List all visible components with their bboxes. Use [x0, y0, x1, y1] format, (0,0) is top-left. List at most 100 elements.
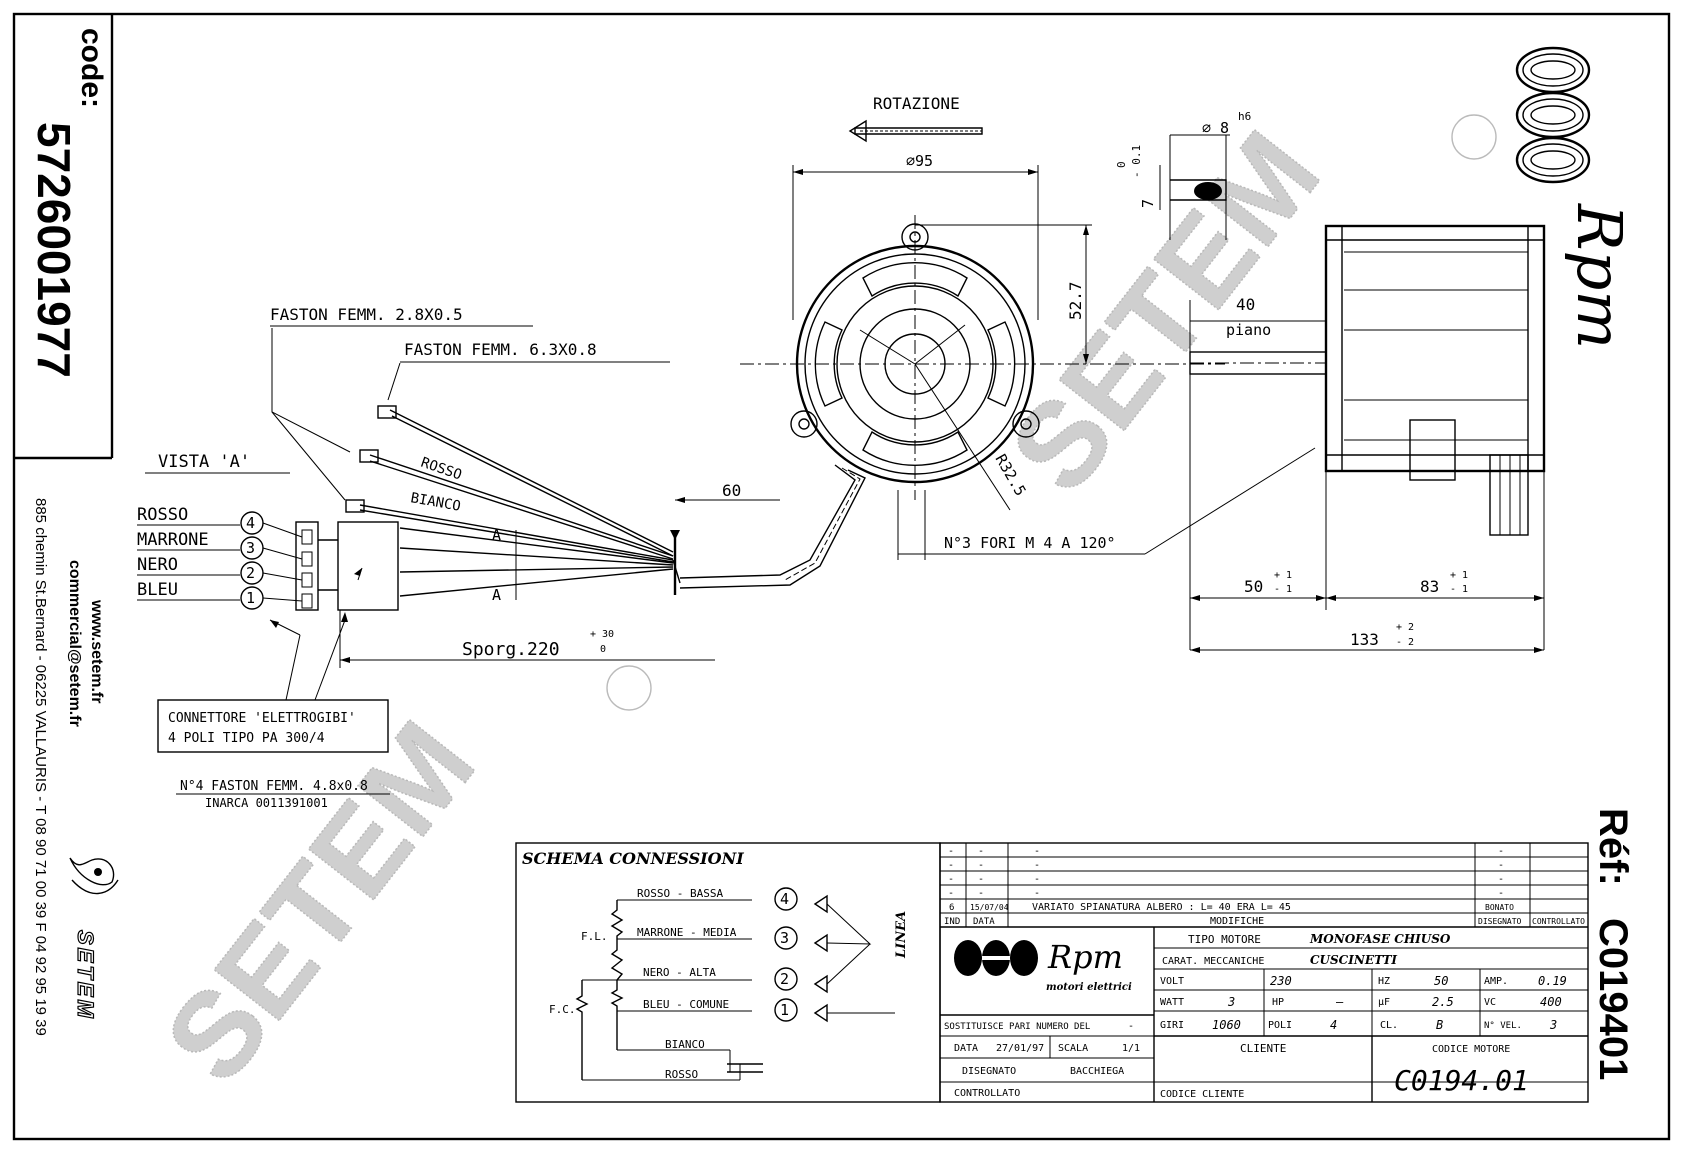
mounting-holes-label: N°3 FORI M 4 A 120°	[944, 534, 1116, 552]
dim-83-tol: + 1	[1450, 570, 1468, 581]
connector-box-line-2: 4 POLI TIPO PA 300/4	[168, 731, 325, 746]
hz-label: HZ	[1378, 976, 1390, 987]
mod-row-2-ind: -	[948, 860, 954, 871]
dim-50-tol: + 1	[1274, 570, 1292, 581]
nvel-value: 3	[1549, 1018, 1557, 1032]
company-web: www.setem.fr	[88, 599, 105, 703]
ref-label: Réf:	[1591, 808, 1635, 886]
tipo-motore-label: TIPO MOTORE	[1188, 933, 1261, 946]
tipo-motore-value: MONOFASE CHIUSO	[1309, 932, 1451, 946]
shaft-diameter-label: ⌀ 8	[1202, 119, 1229, 137]
setem-bird-logo-icon	[69, 857, 119, 895]
faston-4-8-label: N°4 FASTON FEMM. 4.8x0.8	[180, 779, 368, 794]
giri-label: GIRI	[1160, 1020, 1184, 1031]
mod-row-1-data: -	[978, 846, 984, 857]
carat-value: CUSCINETTI	[1310, 953, 1397, 967]
dim-133-tol: + 2	[1396, 622, 1414, 633]
company-email: commercial@setem.fr	[66, 560, 83, 727]
nvel-label: N° VEL.	[1484, 1021, 1522, 1031]
dim-133-label: 133	[1350, 630, 1379, 649]
watermark-copyright-icon	[606, 665, 652, 711]
svg-text:- 2: - 2	[1396, 637, 1414, 648]
mod-row-3-data: -	[978, 874, 984, 885]
flat-dim-label: 7	[1139, 199, 1157, 208]
schema-fl-label: F.L.	[581, 930, 608, 943]
flat-tol-bot: - 0.1	[1130, 145, 1143, 178]
sporgenza-label: Sporg.220	[462, 639, 560, 660]
schema-bianco-label: BIANCO	[665, 1038, 705, 1051]
watermark-bottom: SETEM	[140, 698, 500, 1106]
mod-row-4-by: -	[1498, 888, 1504, 899]
schema-num-4: 4	[780, 890, 789, 908]
schema-num-3: 3	[780, 929, 789, 947]
sporgenza-tol-bot: 0	[600, 644, 606, 655]
hp-label: HP	[1272, 997, 1284, 1008]
faston-2-8-label: FASTON FEMM. 2.8X0.5	[270, 305, 463, 324]
rpm-small-logo-text: Rpm	[1047, 938, 1123, 976]
data-label: DATA	[954, 1043, 978, 1054]
svg-text:- 1: - 1	[1450, 584, 1468, 595]
disegnato-label: DISEGNATO	[962, 1066, 1016, 1077]
vista-wire-4-label: BLEU	[137, 580, 178, 600]
vista-num-1: 1	[246, 589, 255, 607]
schema-rosso-label: ROSSO	[665, 1068, 698, 1081]
uf-label: µF	[1378, 997, 1390, 1008]
poli-label: POLI	[1268, 1020, 1292, 1031]
ref-value: C019401	[1591, 918, 1635, 1080]
watt-label: WATT	[1160, 997, 1184, 1008]
shaft-tolerance-label: h6	[1238, 110, 1251, 123]
svg-text:- 1: - 1	[1274, 584, 1292, 595]
cl-label: CL.	[1380, 1020, 1398, 1031]
schema-row-2-label: MARRONE - MEDIA	[637, 926, 737, 939]
vista-wire-1-label: ROSSO	[137, 505, 188, 525]
piano-label: piano	[1226, 321, 1271, 339]
sporgenza-tol-top: + 30	[590, 629, 614, 640]
mod-row-5-data: 15/07/04	[970, 903, 1009, 912]
rotation-label: ROTAZIONE	[873, 94, 960, 113]
vista-wire-3-label: NERO	[137, 555, 178, 575]
volt-value: 230	[1270, 974, 1292, 988]
section-mark-a-top: A	[492, 526, 501, 544]
hz-value: 50	[1434, 974, 1448, 988]
mod-row-5-by: BONATO	[1485, 903, 1514, 912]
mod-header-mod: MODIFICHE	[1210, 916, 1264, 927]
amp-value: 0.19	[1538, 974, 1567, 988]
schema-linea-label: LINEA	[894, 911, 909, 959]
rpm-logo-text: Rpm	[1563, 203, 1636, 349]
dim-60-label: 60	[722, 481, 741, 500]
rpm-logo-rings-icon	[1515, 46, 1591, 184]
company-address: 885 chemin St.Bernard - 06225 VALLAURIS …	[32, 498, 49, 1036]
mod-row-3-by: -	[1498, 874, 1504, 885]
mod-header-by: DISEGNATO	[1478, 917, 1522, 926]
disegnato-value: BACCHIEGA	[1070, 1066, 1124, 1077]
hp-value: —	[1336, 995, 1344, 1009]
poli-value: 4	[1330, 1018, 1337, 1032]
mod-row-1-by: -	[1498, 846, 1504, 857]
mod-header-data: DATA	[973, 917, 995, 927]
connection-schema: SCHEMA CONNESSIONI ROSSO - BASSA MARRONE…	[515, 842, 941, 1103]
mod-row-2-text: -	[1034, 860, 1040, 871]
sostituisce-value: -	[1128, 1021, 1134, 1032]
flat-tol-top: 0	[1115, 161, 1128, 168]
mod-row-3-ind: -	[948, 874, 954, 885]
motor-side-view: 40 piano 50 83 133 + 1 - 1 + 1 - 1 + 2 -…	[1189, 224, 1546, 653]
schema-row-4-label: BLEU - COMUNE	[643, 998, 729, 1011]
rotation-arrow-icon	[848, 119, 983, 143]
mod-row-2-by: -	[1498, 860, 1504, 871]
dim-95-label: ⌀95	[906, 152, 933, 170]
mod-row-4-data: -	[978, 888, 984, 899]
codice-cliente-label: CODICE CLIENTE	[1160, 1089, 1244, 1100]
vista-num-2: 2	[246, 564, 255, 582]
giri-value: 1060	[1212, 1018, 1241, 1032]
cable-assembly: FASTON FEMM. 2.8X0.5 FASTON FEMM. 6.3X0.…	[270, 305, 780, 668]
amp-label: AMP.	[1484, 976, 1508, 987]
schema-num-1: 1	[780, 1001, 789, 1019]
scala-value: 1/1	[1122, 1043, 1140, 1054]
connector-view-a: VISTA 'A' ROSSO MARRONE NERO BLEU 4 3 2 …	[137, 452, 399, 810]
mod-header-ctrl: CONTROLLATO	[1532, 917, 1585, 926]
setem-logo-text: SETEM	[73, 930, 98, 1021]
watermark-top: SETEM	[985, 108, 1345, 516]
mod-row-5-text: VARIATO SPIANATURA ALBERO : L= 40 ERA L=…	[1032, 902, 1291, 913]
